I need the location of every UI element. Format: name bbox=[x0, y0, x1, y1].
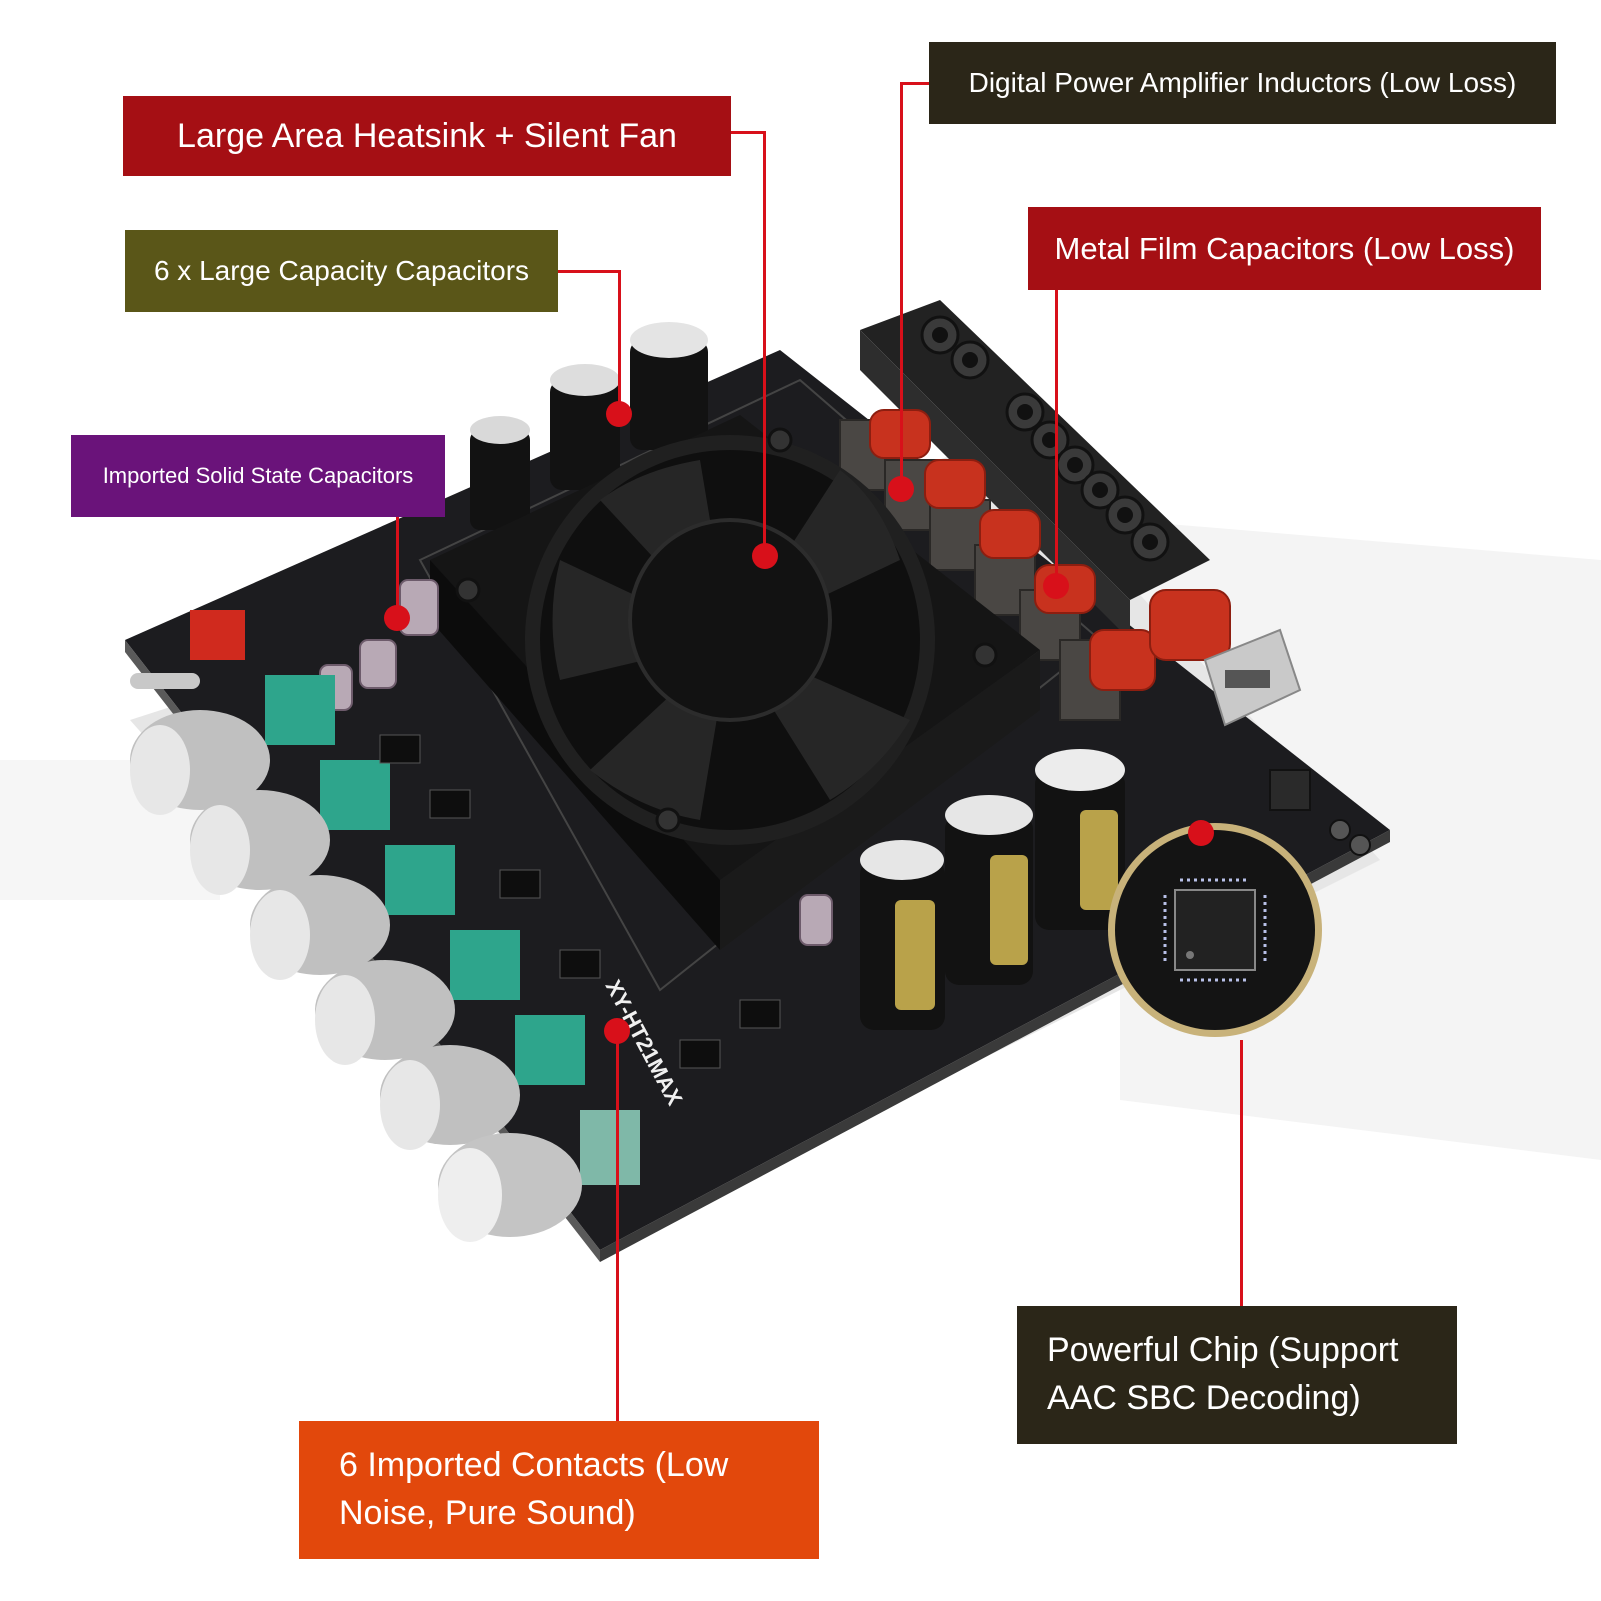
callout-contacts-line1: 6 Imported Contacts (Low bbox=[339, 1446, 729, 1485]
board-ics bbox=[379, 734, 781, 1069]
leader-inductors-v bbox=[900, 82, 903, 482]
leader-heatsink-v bbox=[763, 131, 766, 561]
callout-inductors-text: Digital Power Amplifier Inductors (Low L… bbox=[968, 67, 1517, 98]
audio-jacks bbox=[1269, 769, 1371, 856]
callout-inductors: Digital Power Amplifier Inductors (Low L… bbox=[929, 42, 1556, 124]
marker-solid bbox=[384, 605, 410, 631]
callout-chip-line1: Powerful Chip (Support bbox=[1047, 1331, 1399, 1370]
large-capacitors-front bbox=[860, 749, 1125, 1030]
potentiometer-knobs bbox=[130, 675, 640, 1242]
speaker-terminal-block bbox=[860, 300, 1210, 640]
leader-solid-v bbox=[396, 517, 399, 612]
chip-zoom-inset bbox=[1108, 823, 1322, 1037]
callout-large-capacitors-text: 6 x Large Capacity Capacitors bbox=[153, 255, 530, 286]
callout-solid-capacitors-text: Imported Solid State Capacitors bbox=[102, 463, 414, 488]
leader-caps-h bbox=[556, 270, 621, 273]
film-capacitors bbox=[869, 409, 1231, 691]
callout-film-capacitors-text: Metal Film Capacitors (Low Loss) bbox=[1054, 230, 1515, 266]
callout-film-capacitors: Metal Film Capacitors (Low Loss) bbox=[1028, 207, 1541, 290]
callout-chip-line2: AAC SBC Decoding) bbox=[1047, 1379, 1361, 1417]
leader-inductors-h bbox=[900, 82, 930, 85]
callout-heatsink-text: Large Area Heatsink + Silent Fan bbox=[177, 116, 677, 155]
callout-solid-capacitors: Imported Solid State Capacitors bbox=[71, 435, 445, 517]
callout-chip: Powerful Chip (Support AAC SBC Decoding) bbox=[1017, 1306, 1457, 1444]
inductors bbox=[839, 419, 1121, 721]
marker-chip bbox=[1188, 820, 1214, 846]
callout-large-capacitors: 6 x Large Capacity Capacitors bbox=[125, 230, 558, 312]
callout-contacts-line2: Noise, Pure Sound) bbox=[339, 1494, 636, 1532]
large-capacitors-back bbox=[470, 322, 708, 530]
leader-film-v bbox=[1055, 290, 1058, 580]
power-switch bbox=[130, 610, 245, 689]
leader-heatsink-h bbox=[716, 131, 766, 134]
leader-contacts-v bbox=[616, 1030, 619, 1430]
leader-chip-v bbox=[1240, 1040, 1243, 1306]
marker-caps bbox=[606, 401, 632, 427]
callout-contacts: 6 Imported Contacts (Low Noise, Pure Sou… bbox=[299, 1421, 819, 1559]
cooling-fan bbox=[430, 415, 1040, 950]
marker-contacts bbox=[604, 1018, 630, 1044]
marker-inductors bbox=[888, 476, 914, 502]
usb-port bbox=[1203, 628, 1302, 727]
marker-heatsink bbox=[752, 543, 778, 569]
callout-heatsink: Large Area Heatsink + Silent Fan bbox=[123, 96, 731, 176]
leader-caps-v bbox=[618, 270, 621, 410]
marker-film bbox=[1043, 573, 1069, 599]
